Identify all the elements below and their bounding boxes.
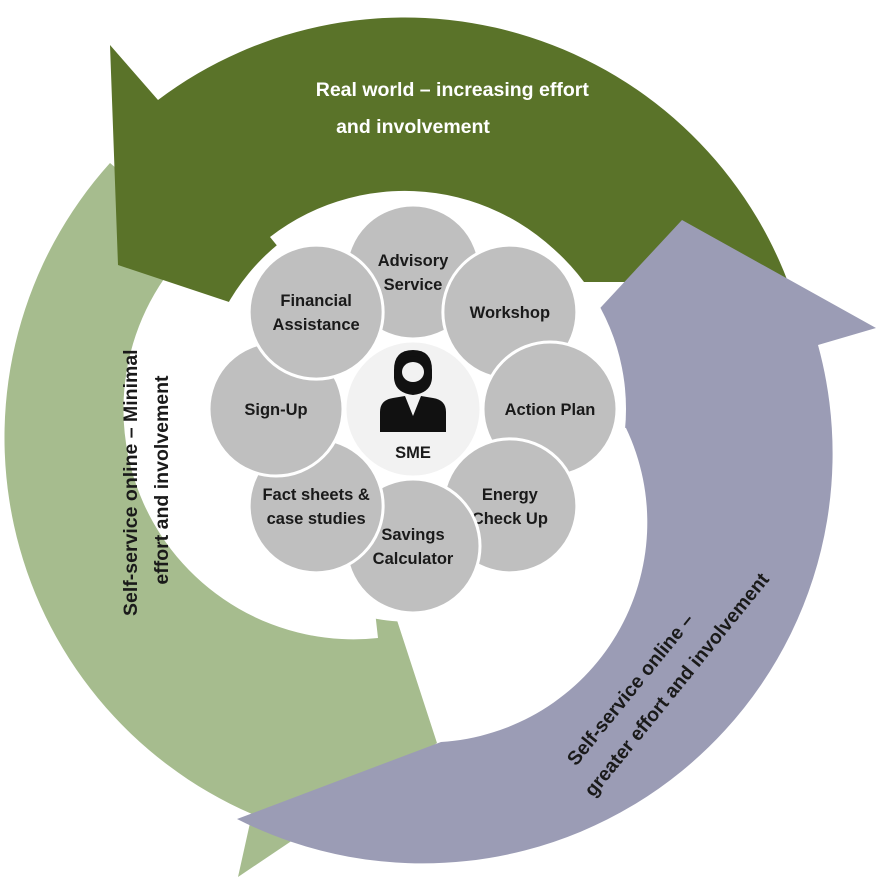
node-circle (247, 243, 385, 381)
real-world-label: Real world – increasing effort and invol… (316, 79, 595, 138)
node-label-line: Sign-Up (244, 401, 307, 419)
center-node: SME (343, 339, 483, 479)
node-label-line: Financial (280, 292, 352, 310)
center-label: SME (395, 444, 431, 462)
node-label-line: Advisory (378, 252, 449, 270)
node-label: Workshop (470, 304, 550, 322)
node-label-line: Fact sheets & (262, 486, 369, 504)
greater-effort-arrow (237, 220, 876, 864)
node-label: Sign-Up (244, 401, 307, 419)
node-label-line: Assistance (273, 316, 360, 334)
minimal-effort-label: Self-service online – Minimal effort and… (120, 344, 173, 616)
minimal-effort-label-line: effort and involvement (151, 375, 173, 585)
node-label-line: Service (384, 276, 443, 294)
node-label-line: case studies (267, 510, 366, 528)
node-label-line: Savings (381, 526, 444, 544)
person-icon (380, 350, 446, 432)
minimal-effort-arrow (4, 163, 438, 877)
minimal-effort-label-line: Self-service online – Minimal (120, 349, 142, 616)
node-label-line: Check Up (472, 510, 548, 528)
real-world-label-line: Real world – increasing effort (316, 79, 590, 101)
node-label: Fact sheets & case studies (262, 486, 369, 528)
real-world-label-line: and involvement (336, 116, 490, 138)
node-label-line: Workshop (470, 304, 550, 322)
node-label-line: Calculator (373, 550, 454, 568)
node-label-line: Action Plan (505, 401, 596, 419)
node-label: Action Plan (505, 401, 596, 419)
node-label-line: Energy (482, 486, 539, 504)
